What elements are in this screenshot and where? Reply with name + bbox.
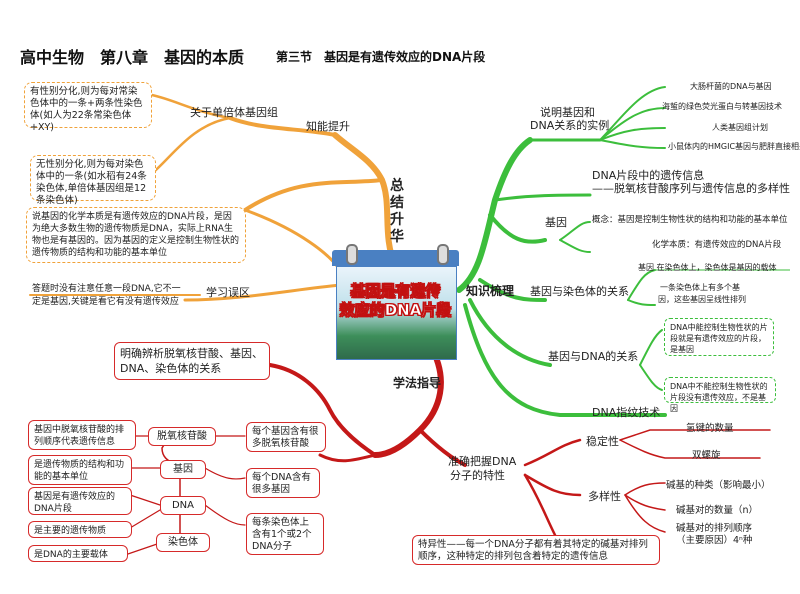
gene-concept: 概念：基因是控制生物性状的结构和功能的基本单位: [592, 215, 788, 225]
example-item: 海蜇的绿色荧光蛋白与转基因技术: [662, 102, 782, 111]
example-item: 大肠杆菌的DNA与基因: [690, 82, 772, 91]
nucleotide-node: 脱氧核苷酸: [148, 427, 216, 446]
mistake-text-2: 定是基因,关键是看它有没有遗传效应: [32, 297, 179, 307]
dna-node: DNA: [160, 496, 206, 515]
gene-label: 基因: [545, 216, 567, 229]
diversity-label: 多样性: [588, 490, 621, 503]
diversity-item-3a: 碱基对的排列顺序: [676, 523, 753, 534]
diversity-item-1: 碱基的种类（影响最小）: [666, 480, 771, 491]
dna-fact-2: DNA中不能控制生物性状的片段没有遗传效应，不是基因: [664, 377, 776, 413]
chromosome-fact-2a: 一条染色体上有多个基: [660, 283, 740, 292]
central-topic: 基因是有遗传 效应的DNA片段: [332, 244, 459, 362]
calendar-picture: [336, 266, 457, 360]
example-label-1: 说明基因和: [540, 106, 595, 119]
page-title: 高中生物 第八章 基因的本质: [20, 48, 245, 67]
info-label-1: DNA片段中的遗传信息: [592, 169, 705, 182]
stability-item-1: 氢键的数量: [686, 423, 734, 434]
calendar-ring-icon: [346, 244, 358, 265]
example-item: 人类基因组计划: [712, 123, 768, 132]
left-fact-3: 基因是有遗传效应的DNA片段: [28, 487, 132, 515]
gene-chromosome-label: 基因与染色体的关系: [530, 285, 629, 298]
branch-summary: 总结升华: [390, 178, 404, 245]
mistake-label: 学习误区: [206, 286, 250, 299]
branch-knowledge: 知识梳理: [466, 284, 515, 298]
branch-method: 学法指导: [393, 376, 442, 390]
gene-node: 基因: [160, 460, 206, 479]
info-label-2: ——脱氧核苷酸序列与遗传信息的多样性: [592, 182, 790, 195]
left-fact-1: 基因中脱氧核苷酸的排列顺序代表遗传信息: [28, 420, 136, 450]
ability-label: 知能提升: [306, 120, 350, 133]
section-title: 第三节 基因是有遗传效应的DNA片段: [276, 50, 486, 64]
gene-nature: 化学本质：有遗传效应的DNA片段: [652, 240, 782, 250]
chromosome-fact-2b: 因，这些基因呈线性排列: [658, 295, 746, 304]
calendar-header: [332, 250, 459, 266]
right-fact-1: 每个基因含有很多脱氧核苷酸: [246, 422, 326, 452]
box-bisexual: 有性别分化,则为每对常染色体中的一条+两条性染色体(如人为22条常染色体+XY): [24, 82, 152, 133]
stability-item-2: 双螺旋: [692, 450, 721, 461]
example-label-2: DNA关系的实例: [530, 119, 610, 132]
box-rna: 说基因的化学本质是有遗传效应的DNA片段，是因为绝大多数生物的遗传物质是DNA，…: [26, 207, 246, 263]
example-item: 小鼠体内的HMGIC基因与肥胖直接相关: [668, 142, 800, 151]
calendar-ring-icon: [437, 244, 449, 265]
left-fact-5: 是DNA的主要载体: [28, 545, 128, 562]
diversity-item-3b: （主要原因）4ⁿ种: [676, 535, 753, 546]
fingerprint-label: DNA指纹技术: [592, 406, 661, 419]
grasp-label-2: 分子的特性: [450, 469, 505, 482]
left-fact-4: 是主要的遗传物质: [28, 521, 132, 538]
about-single-label: 关于单倍体基因组: [190, 106, 278, 119]
dna-fact-1: DNA中能控制生物性状的片段就是有遗传效应的片段，是基因: [664, 318, 774, 356]
diversity-item-2: 碱基对的数量（n）: [676, 505, 759, 516]
left-fact-2: 是遗传物质的结构和功能的基本单位: [28, 455, 132, 485]
grasp-label-1: 准确把握DNA: [448, 455, 517, 468]
chromosome-fact-1: 基因 在染色体上，染色体是基因的载体: [638, 263, 777, 272]
mistake-text-1: 答题时没有注意任意一段DNA,它不一: [32, 284, 181, 294]
gene-dna-label: 基因与DNA的关系: [548, 350, 639, 363]
right-fact-3: 每条染色体上含有1个或2个DNA分子: [246, 513, 324, 555]
specificity-box: 特异性——每一个DNA分子都有着其特定的碱基对排列顺序，这种特定的排列包含着特定…: [412, 535, 660, 565]
box-nonsex: 无性别分化,则为每对染色体中的一条(如水稻有24条染色体,单倍体基因组是12条染…: [30, 155, 156, 206]
central-topic-text: 基因是有遗传 效应的DNA片段: [339, 282, 452, 320]
chromosome-node: 染色体: [156, 533, 210, 552]
right-fact-2: 每个DNA含有很多基因: [246, 468, 320, 498]
distinguish-box: 明确辨析脱氧核苷酸、基因、DNA、染色体的关系: [114, 342, 270, 380]
stability-label: 稳定性: [586, 435, 619, 448]
